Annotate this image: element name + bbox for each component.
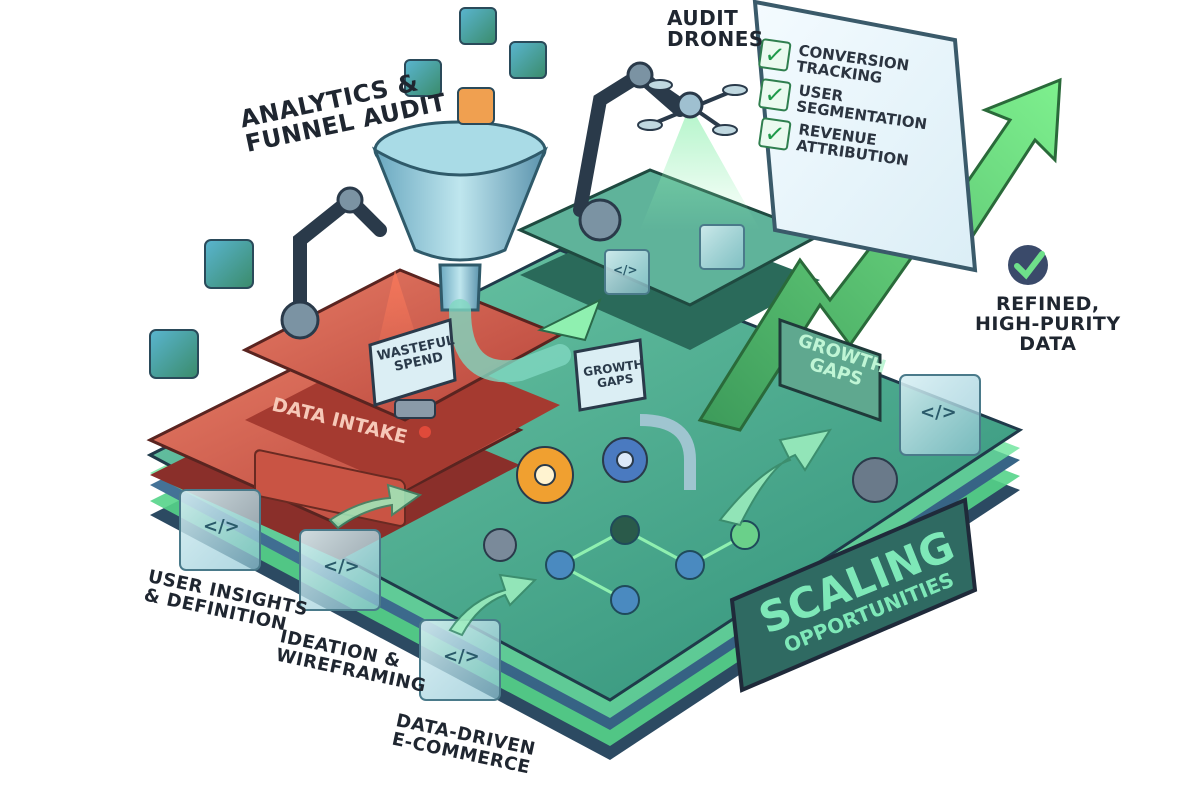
waste-valve — [394, 399, 436, 438]
checklist: ✓ CONVERSION TRACKING ✓ USER SEGMENTATIO… — [757, 38, 932, 169]
refined-check-badge — [1008, 245, 1048, 285]
code-icon: </> — [613, 263, 638, 277]
checklist-screen — [752, 0, 978, 273]
gears — [483, 437, 898, 562]
code-icon: </> — [323, 556, 360, 577]
funnel — [371, 120, 602, 383]
flow-arrows — [328, 428, 833, 637]
label-audit-drones: AUDIT DRONES — [667, 6, 764, 51]
label-refined-data: REFINED, HIGH-PURITY DATA — [975, 293, 1121, 355]
check-icon: ✓ — [757, 117, 792, 151]
robot-arms — [280, 61, 687, 340]
code-icon: </> — [443, 646, 480, 667]
audit-drone — [637, 79, 760, 230]
growth-gaps-pipe — [639, 414, 696, 490]
check-icon: ✓ — [757, 77, 792, 112]
floating-icon-cubes — [149, 7, 547, 379]
code-icon: </> — [920, 402, 957, 423]
code-cubes — [179, 224, 981, 701]
check-icon: ✓ — [757, 38, 792, 72]
sign-boards — [368, 317, 978, 693]
process-graph — [545, 515, 760, 615]
code-icon: </> — [203, 516, 240, 537]
